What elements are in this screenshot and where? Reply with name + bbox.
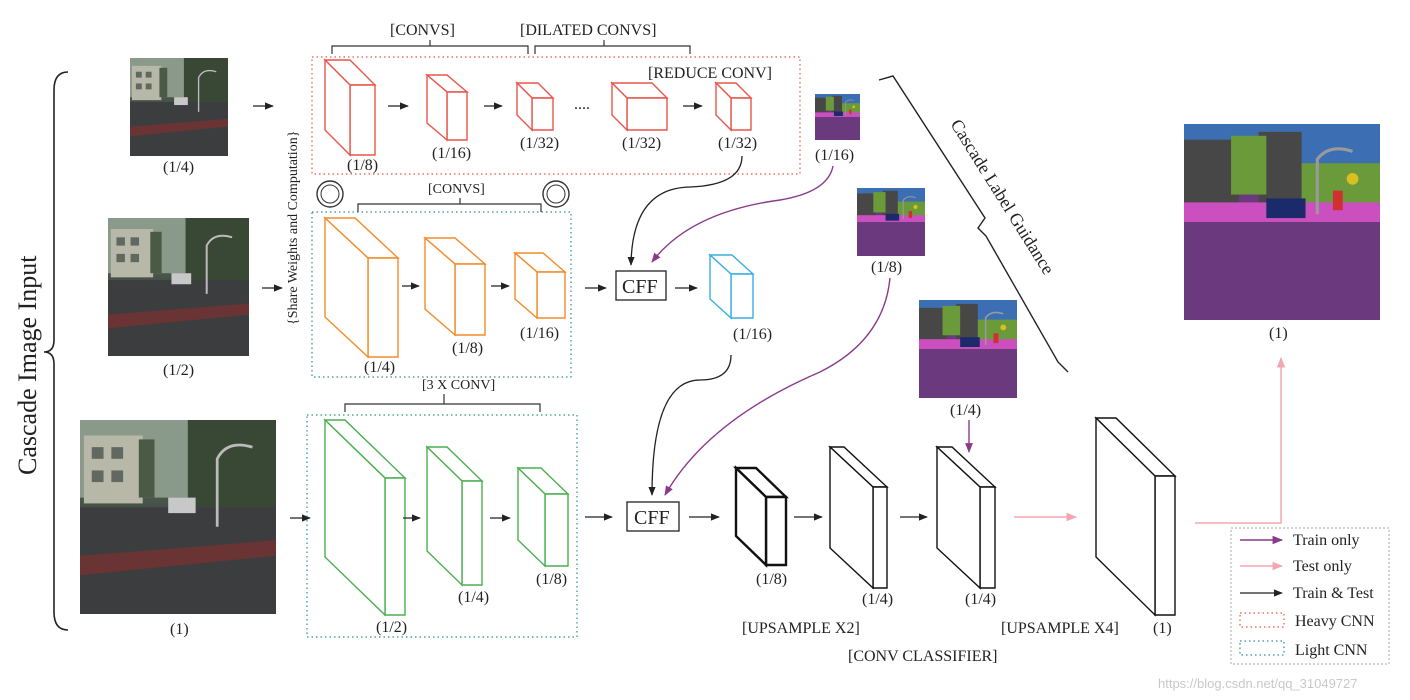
guidance-map-quarter (918, 299, 1018, 399)
cff-bottom (626, 501, 680, 532)
left-brace (43, 71, 69, 631)
legend-train-test-label: Train & Test (1293, 585, 1374, 602)
decoder-block-1-scale: (1/8) (756, 571, 787, 588)
low-block-2-scale: (1/4) (458, 589, 489, 606)
guidance-map-eighth-scale: (1/8) (871, 259, 902, 276)
input-image-quarter (129, 57, 229, 157)
heavy-convs-label: [CONVS] (390, 22, 455, 39)
watermark: https://blog.csdn.net/qq_31049727 (1158, 676, 1358, 691)
legend-train-only-label: Train only (1293, 532, 1360, 549)
light-block-3 (513, 251, 567, 320)
heavy-block-2-scale: (1/16) (432, 145, 471, 162)
guidance-map-sixteenth-scale: (1/16) (815, 147, 854, 164)
upsample-x4-label: [UPSAMPLE X4] (1001, 620, 1119, 637)
low-convs-bracket (344, 403, 541, 412)
low-branch-box (306, 414, 578, 638)
legend-heavy-label: Heavy CNN (1295, 613, 1375, 630)
conv-classifier-label: [CONV CLASSIFIER] (848, 648, 998, 665)
dilated-convs-label: [DILATED CONVS] (520, 22, 656, 39)
input-image-half (107, 217, 250, 357)
arrow-to-final-output (1195, 356, 1286, 524)
dilated-bracket (534, 45, 691, 54)
arrow-heavy-to-cff (627, 155, 743, 266)
light-convs-bracket (357, 203, 542, 212)
heavy-block-2 (425, 73, 469, 142)
light-block-2 (423, 236, 487, 337)
upsample-x2-label: [UPSAMPLE X2] (742, 620, 860, 637)
input-scale-full: (1) (170, 621, 189, 638)
low-block-3-scale: (1/8) (536, 571, 567, 588)
heavy-block-1-scale: (1/8) (347, 157, 378, 174)
input-image-full (78, 418, 278, 616)
final-output-scale: (1) (1269, 325, 1288, 342)
guidance-title: Cascade Label Guidance (947, 116, 1059, 278)
light-block-3-scale: (1/16) (520, 325, 559, 342)
legend-test-only-label: Test only (1293, 558, 1352, 575)
share-cycle-icon-left (316, 180, 344, 208)
legend-light-swatch (1239, 640, 1285, 656)
cff-bottom-label: CFF (634, 507, 670, 529)
arrow-guide-eighth (664, 277, 891, 496)
decoder-block-3 (935, 445, 997, 590)
heavy-convs-bracket (331, 45, 529, 54)
decoder-final-scale: (1) (1153, 620, 1172, 637)
decoder-block-2-scale: (1/4) (862, 591, 893, 608)
share-weights-label: {Share Weights and Computation} (286, 131, 301, 325)
light-convs-label: [CONVS] (428, 182, 485, 197)
decoder-block-1 (733, 465, 789, 568)
guidance-map-eighth (856, 187, 926, 257)
light-block-1 (323, 216, 400, 359)
guidance-brace (878, 75, 1069, 373)
legend-frame (1230, 527, 1390, 665)
low-convs-label: [3 X CONV] (422, 378, 495, 393)
light-block-2-scale: (1/8) (452, 340, 483, 357)
share-cycle-icon-right (542, 180, 570, 208)
final-output-map (1182, 122, 1382, 322)
legend: Train only Test only Train & Test Heavy … (1230, 527, 1390, 665)
cff-top-label: CFF (622, 276, 658, 298)
side-title: Cascade Image Input (13, 255, 42, 475)
guidance-map-quarter-scale: (1/4) (950, 402, 981, 419)
input-scale-quarter: (1/4) (163, 159, 194, 176)
heavy-block-4 (610, 81, 669, 132)
guidance-map-sixteenth (814, 93, 861, 141)
cff-output-scale: (1/16) (733, 326, 772, 343)
decoder-block-2 (828, 445, 889, 590)
heavy-block-3-scale: (1/32) (520, 135, 559, 152)
light-cnn-box (311, 211, 572, 378)
legend-light-label: Light CNN (1295, 642, 1368, 659)
heavy-block-1 (323, 58, 377, 157)
legend-heavy-swatch (1239, 612, 1285, 628)
low-block-1 (323, 418, 407, 617)
heavy-block-3 (515, 81, 555, 132)
cff-top (615, 270, 667, 301)
arrow-guide-sixteenth (651, 165, 834, 263)
low-block-2 (425, 445, 484, 587)
arrow-cff-top-to-bottom (648, 354, 732, 496)
low-block-3 (516, 466, 570, 568)
reduce-conv-label: [REDUCE CONV] (648, 65, 772, 82)
heavy-block-5 (714, 81, 753, 132)
low-block-1-scale: (1/2) (376, 619, 407, 636)
heavy-cnn-box (311, 56, 801, 175)
input-scale-half: (1/2) (163, 362, 194, 379)
heavy-ellipsis: .... (574, 96, 590, 113)
cff-output-block (708, 253, 755, 320)
heavy-block-4-scale: (1/32) (622, 135, 661, 152)
light-block-1-scale: (1/4) (364, 359, 395, 376)
decoder-block-3-scale: (1/4) (965, 591, 996, 608)
heavy-block-5-scale: (1/32) (718, 135, 757, 152)
decoder-final-block (1094, 416, 1177, 617)
